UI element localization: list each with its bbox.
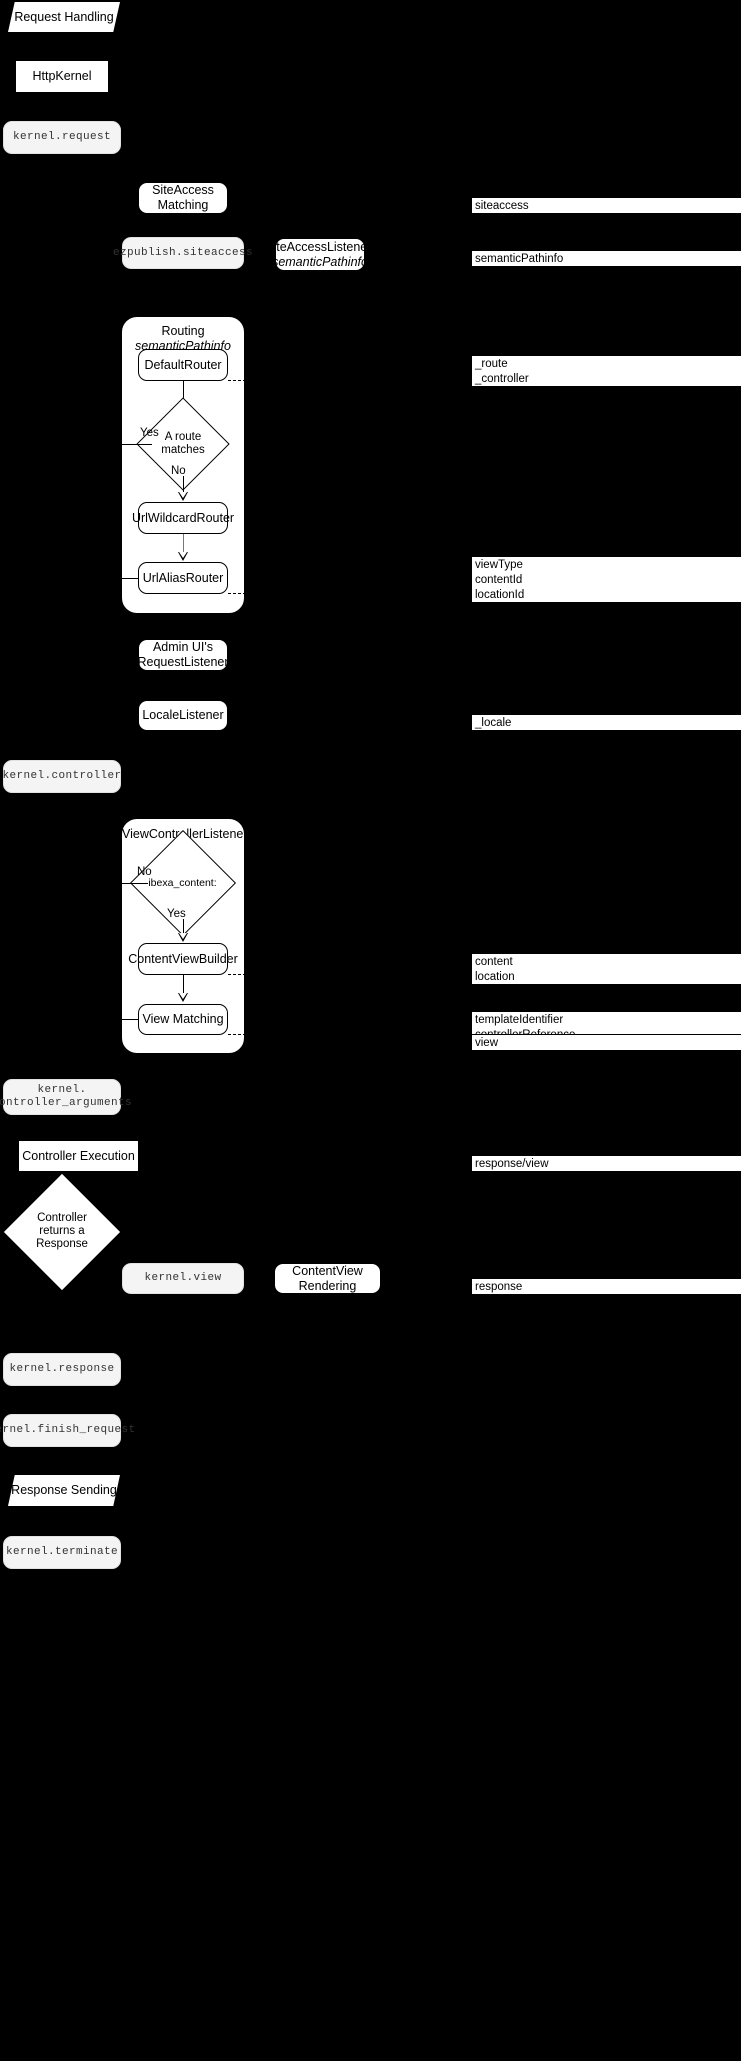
attr-semanticpathinfo: semanticPathinfo [471, 250, 741, 267]
controller-returns-line1: Controller [37, 1212, 87, 1225]
event-kernel-controller-arguments-line2: controller_arguments [0, 1097, 133, 1109]
node-default-router-label: DefaultRouter [144, 357, 222, 372]
decision-controller-returns-response: Controller returns a Response [4, 1174, 120, 1290]
edge-urlwildcard-to-urlalias [183, 534, 184, 555]
event-kernel-controller-label: kernel.controller [2, 770, 122, 783]
event-kernel-view-label: kernel.view [144, 1272, 222, 1285]
decision-ibexa-no-label: No [137, 866, 152, 878]
node-contentviewbuilder-label: ContentViewBuilder [128, 951, 238, 966]
attr-view: view [471, 1034, 741, 1051]
node-siteaccess-matching: SiteAccess Matching [138, 182, 228, 214]
decision-route-matches: A route matches [136, 397, 230, 491]
node-httpkernel-label: HttpKernel [32, 69, 92, 84]
leader-urlalias [228, 593, 266, 594]
node-siteaccess-listener-line2: semanticPathinfo [272, 254, 368, 269]
node-adminui-line2: RequestListener [137, 655, 229, 669]
node-urlwildcardrouter: UrlWildcardRouter [132, 502, 234, 534]
node-urlaliasrouter-label: UrlAliasRouter [142, 570, 224, 585]
node-contentview-rendering-label: ContentView Rendering [292, 1263, 363, 1293]
event-kernel-controller-arguments: kernel. controller_arguments [0, 1079, 132, 1115]
edge-route-no [183, 476, 184, 495]
node-controller-execution: Controller Execution [18, 1140, 139, 1172]
event-kernel-finish-request: kernel.finish_request [0, 1414, 135, 1447]
node-urlwildcardrouter-label: UrlWildcardRouter [131, 510, 235, 525]
node-contentviewbuilder: ContentViewBuilder [128, 943, 238, 975]
decision-ibexa-content: ibexa_content: [129, 829, 236, 936]
attr-locale: _locale [471, 714, 741, 731]
decision-ibexa-content-text: ibexa_content: [148, 876, 217, 889]
edge-ibexa-no [122, 883, 148, 884]
phase-response-sending-label: Response Sending [11, 1483, 117, 1498]
node-siteaccess-listener-line1: SiteAccessListener: [265, 239, 375, 254]
leader-default-router [228, 380, 266, 381]
controller-returns-line2: returns a [39, 1225, 85, 1238]
decision-route-matches-text: A route matches [161, 431, 204, 457]
attr-response: response [471, 1278, 741, 1295]
node-contentview-rendering: ContentView Rendering [274, 1263, 381, 1294]
edge-urlalias-left [122, 578, 139, 579]
event-kernel-terminate: kernel.terminate [3, 1536, 121, 1569]
edge-ibexa-yes [183, 919, 184, 936]
phase-request-handling: Request Handling [8, 2, 120, 32]
decision-route-no-label: No [171, 465, 186, 477]
edge-viewmatching-left [122, 1019, 139, 1020]
event-kernel-request: kernel.request [3, 121, 121, 154]
event-kernel-view: kernel.view [122, 1263, 244, 1294]
event-kernel-finish-request-label: kernel.finish_request [0, 1424, 136, 1437]
arrowhead-urlwildcard [177, 492, 189, 501]
event-kernel-controller: kernel.controller [2, 760, 122, 793]
decision-route-line1: A route [164, 430, 202, 443]
event-kernel-request-label: kernel.request [12, 131, 111, 144]
node-localelistener-label: LocaleListener [142, 708, 224, 723]
decision-route-line2: matches [161, 444, 205, 456]
decision-ibexa-yes-label: Yes [167, 908, 186, 920]
attr-route-controller: _route _controller [471, 355, 741, 387]
node-default-router: DefaultRouter [138, 349, 228, 381]
event-kernel-controller-arguments-line1: kernel. [37, 1084, 87, 1097]
node-controller-execution-label: Controller Execution [22, 1148, 135, 1163]
node-localelistener: LocaleListener [138, 700, 228, 731]
event-kernel-response: kernel.response [3, 1353, 121, 1386]
arrowhead-urlalias [177, 552, 189, 561]
attr-response-view: response/view [471, 1155, 741, 1172]
leader-viewmatching [228, 1034, 266, 1035]
attr-siteaccess: siteaccess [471, 197, 741, 214]
edge-defaultrouter-to-decision [183, 381, 184, 409]
decision-route-yes-label: Yes [140, 427, 159, 439]
decision-controller-returns-text: Controller returns a Response [36, 1212, 88, 1252]
event-kernel-response-label: kernel.response [9, 1363, 115, 1376]
phase-response-sending: Response Sending [8, 1475, 120, 1506]
leader-contentviewbuilder [228, 974, 266, 975]
node-siteaccess-listener: SiteAccessListener: semanticPathinfo [265, 238, 375, 271]
routing-title-prefix: Routing [161, 324, 205, 338]
attr-viewtype-contentid-locationid: viewType contentId locationId [471, 556, 741, 603]
event-ezpublish-siteaccess-label: ezpublish.siteaccess [112, 246, 254, 259]
event-ezpublish-siteaccess: ezpublish.siteaccess [113, 237, 253, 269]
node-httpkernel: HttpKernel [15, 60, 109, 93]
node-viewmatching-label: View Matching [142, 1012, 224, 1027]
attr-content-location: content location [471, 953, 741, 985]
controller-returns-line3: Response [36, 1238, 88, 1251]
node-adminui-requestlistener: Admin UI's RequestListener [137, 639, 229, 671]
node-viewmatching: View Matching [138, 1004, 228, 1035]
arrowhead-viewmatching [177, 993, 189, 1002]
node-siteaccess-matching-label: SiteAccess Matching [152, 183, 214, 212]
event-kernel-terminate-label: kernel.terminate [5, 1546, 119, 1559]
edge-route-yes [122, 444, 152, 445]
edge-contentviewbuilder-to-viewmatching [183, 975, 184, 995]
node-adminui-line1: Admin UI's [152, 640, 214, 655]
node-urlaliasrouter: UrlAliasRouter [138, 562, 228, 594]
phase-request-handling-label: Request Handling [14, 9, 114, 24]
arrowhead-contentviewbuilder [177, 933, 189, 942]
